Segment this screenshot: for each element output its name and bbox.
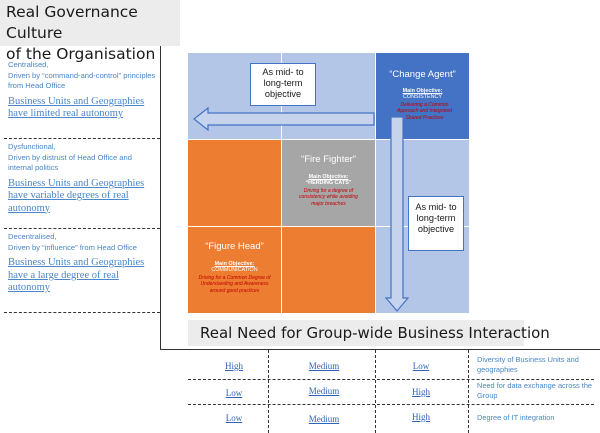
left-desc-dysfunctional: Dysfunctional, Driven by distrust of Hea…: [8, 142, 156, 215]
figure-head-objective-label: Main Objective:: [214, 261, 255, 267]
left-axis-line: [160, 46, 161, 350]
governance-matrix: “Change Agent” Main Objective: CONSISTEN…: [188, 53, 470, 314]
desc-text: Driven by “command-and-control” principl…: [8, 70, 156, 91]
change-agent-objective-label: Main Objective:: [402, 88, 443, 94]
arrows-overlay: [193, 106, 410, 312]
table-divider-v: [375, 350, 376, 433]
table-cell: Low: [225, 413, 243, 423]
fire-fighter-objective-label: Main Objective:: [308, 174, 349, 180]
desc-autonomy: Business Units and Geographies have a la…: [8, 257, 145, 293]
left-divider: [4, 138, 160, 139]
table-divider-h: [188, 379, 594, 380]
title-line-1: Real Governance Culture: [6, 3, 138, 42]
table-cell: Low: [412, 361, 430, 371]
table-row-label: Need for data exchange across the Group: [477, 381, 593, 400]
interaction-banner: Real Need for Group-wide Business Intera…: [188, 320, 550, 346]
figure-head-objective-value: COMMUNICATION: [211, 267, 258, 273]
left-desc-centralised: Centralised, Driven by “command-and-cont…: [8, 60, 156, 121]
table-divider-v: [268, 350, 269, 433]
fire-fighter-title: “Fire Fighter”: [301, 154, 356, 165]
left-divider: [4, 228, 160, 229]
left-desc-decentralised: Decentralised, Driven by “influence” fro…: [8, 232, 156, 295]
table-cell: Medium: [308, 386, 340, 396]
desc-autonomy: Business Units and Geographies have vari…: [8, 177, 145, 214]
table-cell: High: [225, 361, 243, 371]
callout-right-objective: As mid- to long-term objective: [408, 196, 464, 251]
table-row-label: Degree of IT integration: [477, 413, 555, 422]
left-arrow-icon: [193, 106, 375, 132]
bottom-axis-line: [160, 349, 600, 350]
desc-autonomy: Business Units and Geographies have limi…: [8, 95, 145, 120]
change-agent-title: “Change Agent”: [389, 69, 456, 80]
table-row-label: Diversity of Business Units and geograph…: [477, 355, 579, 374]
table-cell: Medium: [308, 361, 340, 371]
change-agent-detail: Delivering a Common Approach and Integra…: [396, 102, 453, 121]
desc-heading: Dysfunctional,: [8, 142, 56, 151]
title-line-2: of the Organisation: [6, 45, 156, 63]
down-arrow-icon: [384, 116, 410, 312]
change-agent-objective-value: CONSISTENCY: [403, 94, 442, 100]
desc-text: Driven by distrust of Head Office and in…: [8, 152, 132, 173]
desc-text: Driven by “influence” from Head Office: [8, 242, 138, 252]
fire-fighter-cell: “Fire Fighter” Main Objective: “HERDING …: [282, 140, 376, 227]
callout-left-objective: As mid- to long-term objective: [250, 63, 316, 106]
table-divider-h: [188, 404, 594, 405]
diagram-title: Real Governance Culture of the Organisat…: [0, 0, 180, 63]
desc-heading: Centralised,: [8, 60, 49, 69]
figure-head-title: “Figure Head”: [205, 241, 264, 252]
left-divider: [4, 312, 160, 313]
fire-fighter-objective-value: “HERDING CATS”: [305, 180, 352, 186]
desc-heading: Decentralised,: [8, 232, 57, 241]
cell-r3-c2: [282, 227, 376, 314]
table-cell: Medium: [308, 414, 340, 424]
table-cell: Low: [225, 388, 243, 398]
figure-head-detail: Driving for a Common Degree of Understan…: [198, 275, 271, 294]
cell-r2-c1: [188, 140, 282, 227]
table-cell: High: [412, 412, 430, 422]
table-divider-v: [468, 350, 469, 433]
figure-head-cell: “Figure Head” Main Objective: COMMUNICAT…: [188, 227, 282, 314]
fire-fighter-detail: Driving for a degree of consistency whil…: [299, 188, 358, 207]
table-cell: High: [412, 387, 430, 397]
